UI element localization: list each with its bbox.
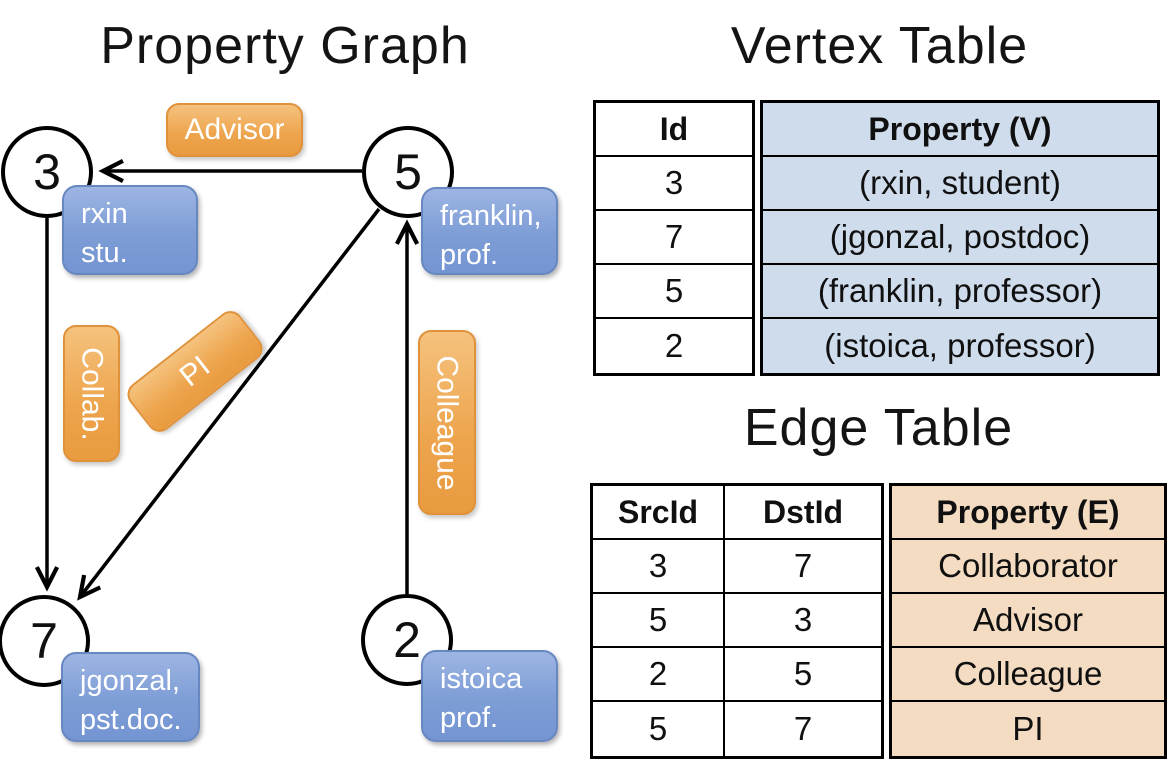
table-cell: 5 — [596, 265, 752, 319]
vertex-id: 7 — [30, 613, 58, 669]
vertex-table-property-column: Property (V) (rxin, student) (jgonzal, p… — [760, 100, 1160, 376]
column-header-dstid: DstId — [725, 486, 881, 540]
property-graph-title: Property Graph — [100, 17, 470, 75]
edge-table-dstid-column: DstId 7 3 5 7 — [725, 486, 881, 756]
column-header-id: Id — [596, 103, 752, 157]
vertex-property-line: prof. — [440, 239, 499, 271]
table-cell: Colleague — [892, 648, 1164, 702]
edge-label-pi: PI — [122, 305, 268, 438]
table-cell: 3 — [596, 157, 752, 211]
table-cell: 7 — [725, 540, 881, 594]
vertex-property-box-istoica: istoica prof. — [421, 650, 558, 742]
vertex-id: 5 — [394, 144, 422, 200]
edge-label-text: Advisor — [184, 113, 285, 146]
column-header-srcid: SrcId — [593, 486, 723, 540]
table-cell: 7 — [793, 710, 813, 747]
vertex-node-3: 3 — [1, 126, 93, 218]
table-cell: 2 — [664, 327, 684, 364]
table-cell: Advisor — [892, 594, 1164, 648]
vertex-property-line: prof. — [440, 702, 499, 734]
edge-label-text: Colleague — [431, 354, 465, 491]
table-cell: 3 — [725, 594, 881, 648]
column-header-property-e: Property (E) — [892, 486, 1164, 540]
vertex-id: 2 — [393, 612, 421, 668]
edge-label-text: PI — [173, 349, 217, 393]
edge-label-text: Collab. — [75, 346, 109, 441]
vertex-property-box-rxin: rxin stu. — [62, 185, 198, 275]
table-cell: Collaborator — [892, 540, 1164, 594]
edge-table-title: Edge Table — [743, 399, 1014, 457]
vertex-property-line: franklin, — [440, 200, 542, 232]
table-cell: 7 — [596, 211, 752, 265]
edge-label-advisor: Advisor — [166, 103, 303, 157]
table-cell: (rxin, student) — [763, 157, 1157, 211]
table-cell: PI — [892, 702, 1164, 756]
column-header-property-v: Property (V) — [763, 103, 1157, 157]
vertex-property-line: istoica — [440, 663, 523, 695]
vertex-node-5: 5 — [362, 126, 454, 218]
vertex-table-title: Vertex Table — [730, 17, 1029, 75]
edge-table-id-columns: SrcId 3 5 2 5 DstId 7 3 5 7 — [590, 483, 884, 759]
vertex-property-line: rxin — [81, 198, 128, 230]
edge-table-srcid-column: SrcId 3 5 2 5 — [593, 486, 725, 756]
table-cell: 5 — [593, 594, 723, 648]
table-cell: 5 — [648, 710, 668, 747]
vertex-id: 3 — [33, 144, 61, 200]
table-cell: (jgonzal, postdoc) — [763, 211, 1157, 265]
edge-table: SrcId 3 5 2 5 DstId 7 3 5 7 Property (E)… — [590, 483, 1167, 759]
vertex-property-box-jgonzal: jgonzal, pst.doc. — [61, 652, 200, 742]
vertex-table: Id 3 7 5 2 Property (V) (rxin, student) … — [593, 100, 1160, 376]
table-cell: 3 — [593, 540, 723, 594]
table-cell: (franklin, professor) — [763, 265, 1157, 319]
vertex-property-line: pst.doc. — [80, 704, 182, 736]
vertex-property-box-franklin: franklin, prof. — [421, 187, 558, 275]
table-cell: 5 — [725, 648, 881, 702]
vertex-property-line: jgonzal, — [80, 665, 180, 697]
vertex-table-id-column: Id 3 7 5 2 — [593, 100, 755, 376]
edge-table-property-column: Property (E) Collaborator Advisor Collea… — [889, 483, 1167, 759]
vertex-property-line: stu. — [81, 237, 128, 269]
table-cell: 2 — [593, 648, 723, 702]
edge-label-collab: Collab. — [63, 325, 120, 462]
table-cell: (istoica, professor) — [763, 319, 1157, 373]
edge-label-colleague: Colleague — [418, 330, 476, 515]
